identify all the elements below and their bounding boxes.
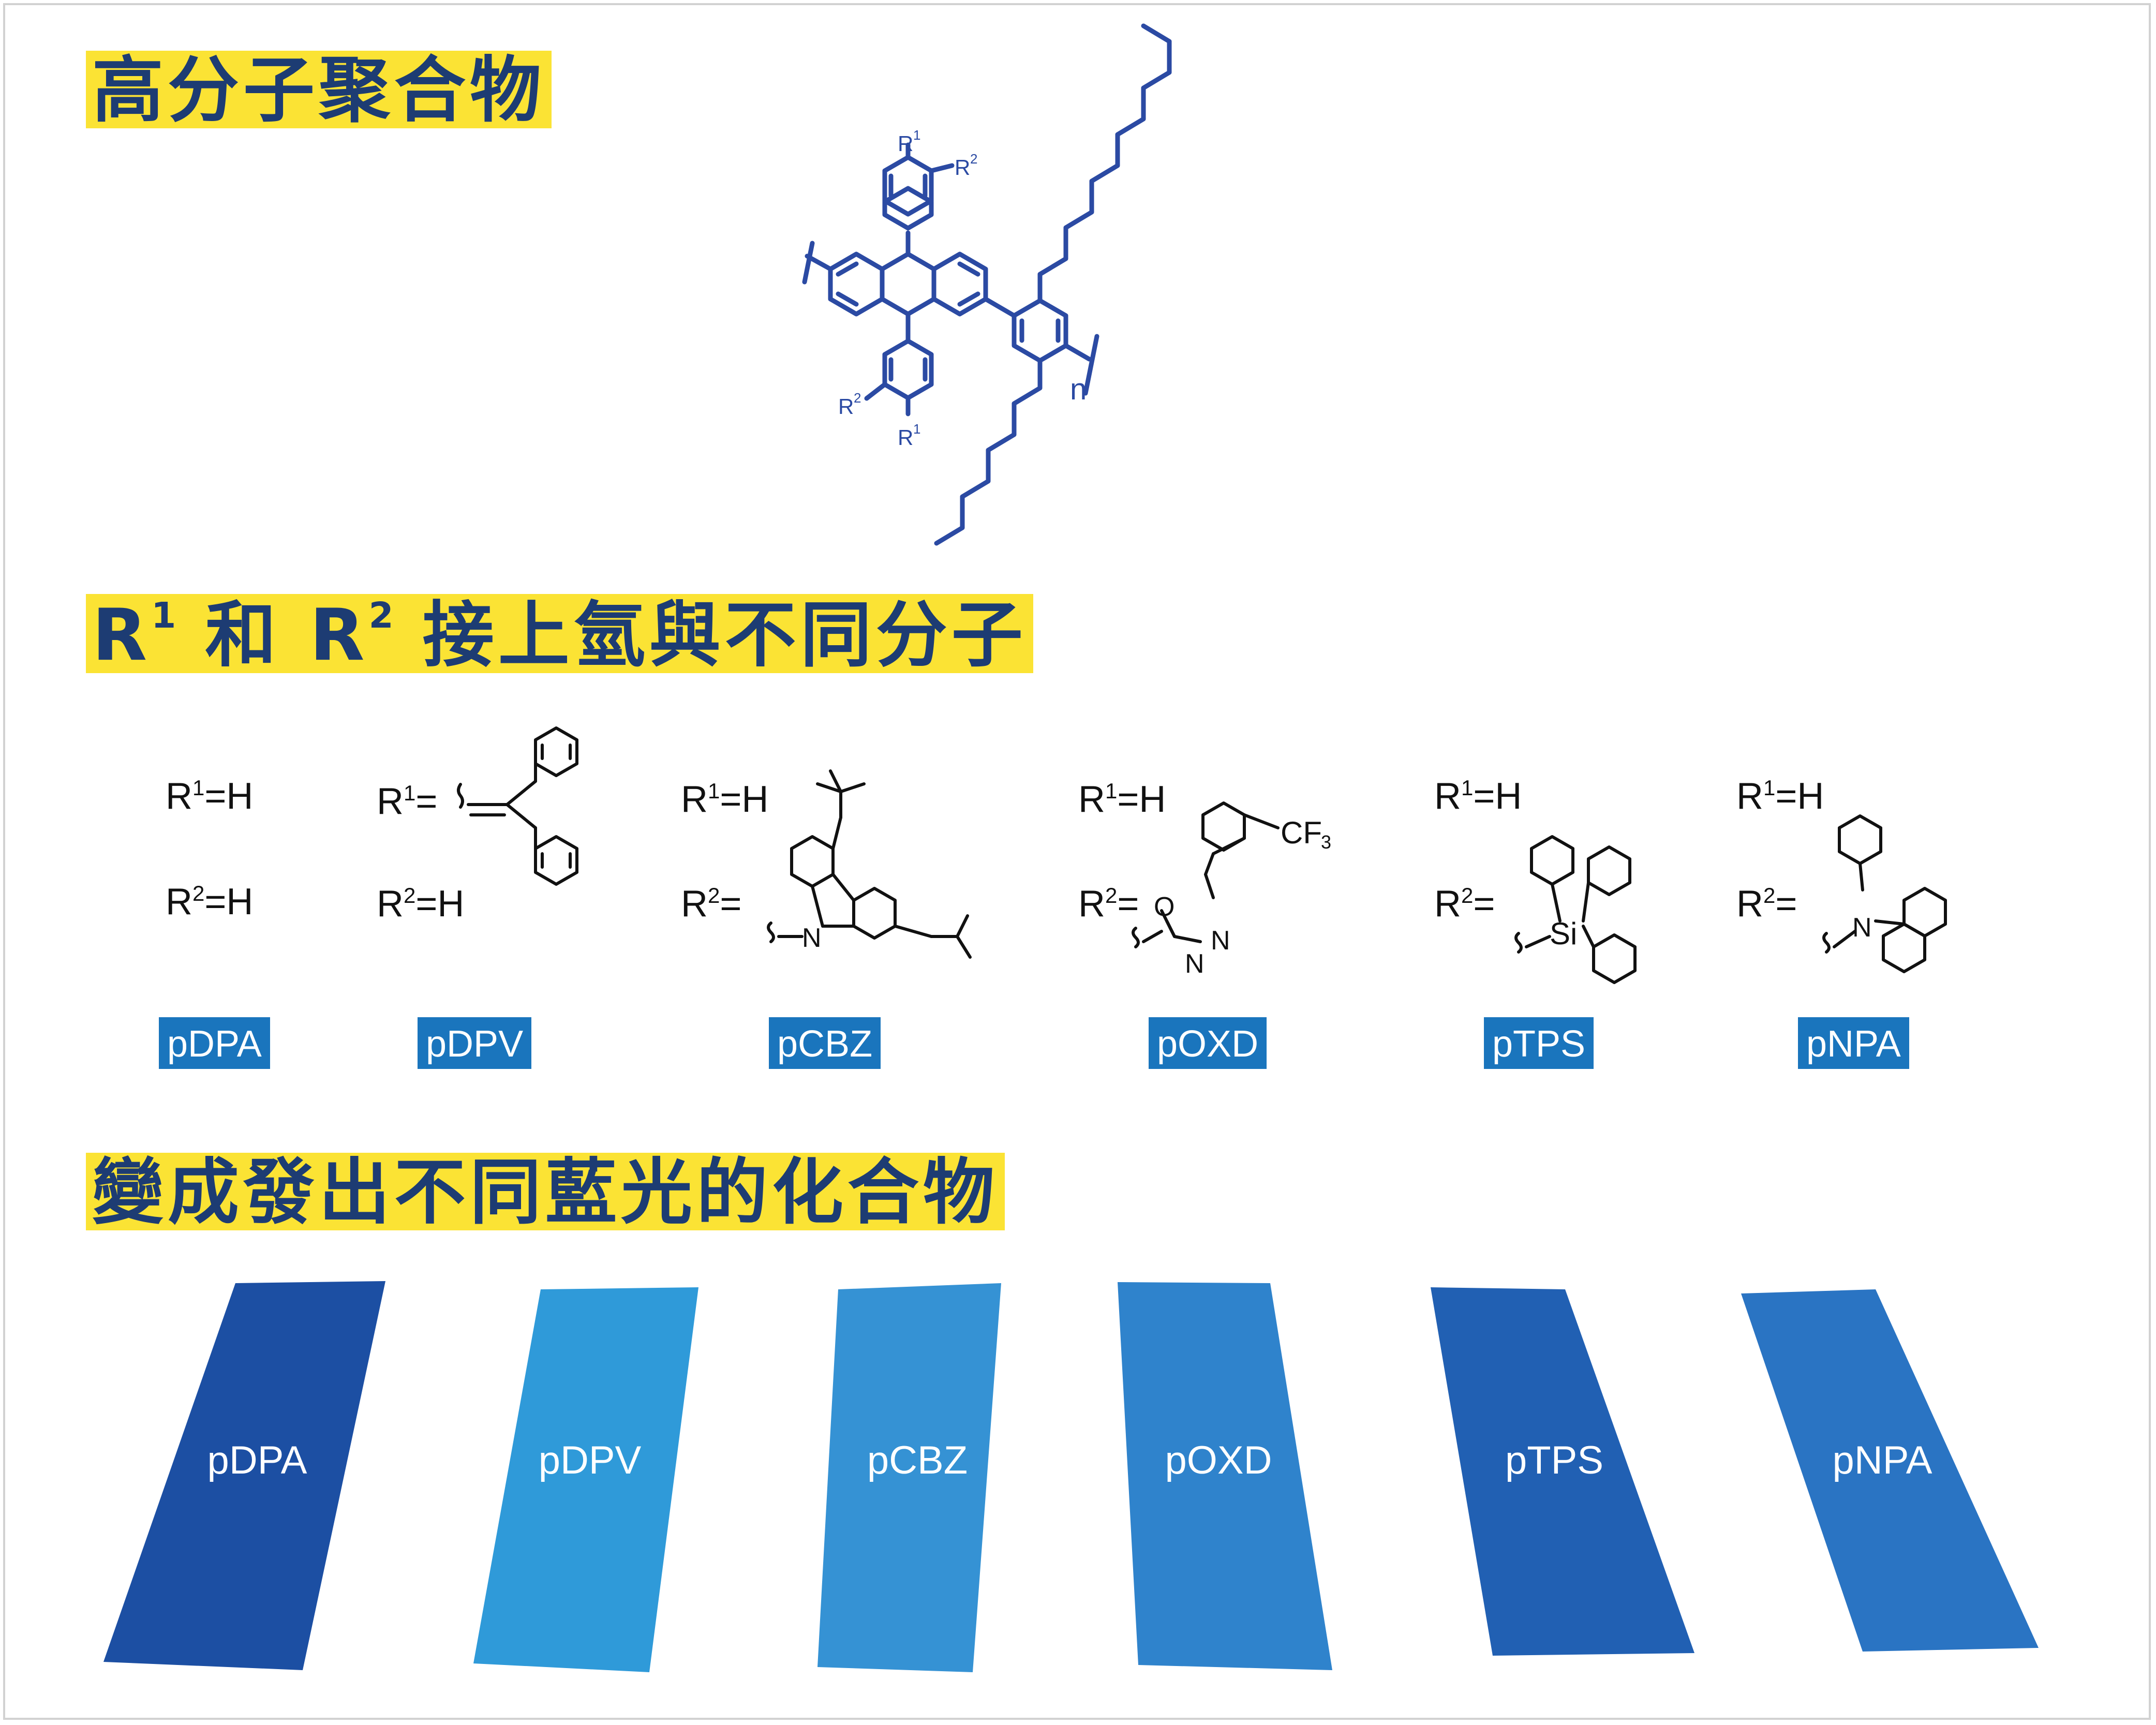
tag-pcbz: pCBZ [769,1017,881,1069]
slide-label-pdpa: pDPA [207,1438,307,1482]
heading-polymer: 高分子聚合物 [86,51,552,128]
structure-pnpa [1822,814,1947,973]
slide-pcbz [817,1283,1001,1672]
poxd-o-atom: O [1154,892,1174,922]
structure-ptps [1514,835,1637,984]
poxd-cf-group: CF [1281,815,1322,850]
poxd-cf-sub: 3 [1321,831,1331,853]
slide-label-pdpv: pDPV [539,1438,642,1482]
pcbz-n-atom: N [802,923,822,953]
pdpv-r2: R2=H [377,883,465,925]
pcbz-r1: R1=H [681,779,769,820]
polymer-r1-bottom: R [898,425,913,450]
pnpa-n-atom: N [1852,913,1872,943]
polymer-r2-bottom-sup: 2 [854,390,861,406]
structure-pcbz [767,769,972,959]
pdpa-r1: R1=H [166,776,254,817]
slide-poxd [1118,1282,1332,1670]
slide-pnpa [1741,1289,2039,1652]
ptps-r2: R2= [1434,883,1495,925]
pdpa-r2: R2=H [166,881,254,923]
tag-poxd: pOXD [1149,1017,1267,1069]
ptps-si-atom: Si [1550,916,1577,951]
slide-pdpa [103,1281,385,1670]
heading-sup2: 2 [368,595,394,636]
polymer-r1-top-sup: 1 [913,127,920,143]
tag-ptps: pTPS [1484,1017,1594,1069]
poxd-r2: R2= [1078,883,1139,925]
poxd-r1: R1=H [1078,779,1166,820]
pnpa-r2: R2= [1736,883,1797,925]
heading-rest: 接上氫與不同分子 [422,593,1027,677]
sample-slides: pDPA pDPV pCBZ pOXD pTPS pNPA [103,1281,2039,1672]
heading-r2: R [309,593,369,677]
polymer-r2-top-sup: 2 [970,151,977,167]
slide-label-ptps: pTPS [1505,1438,1603,1482]
polymer-r2-top: R [955,155,970,180]
structure-poxd [1132,801,1280,948]
polymer-labels: R 1 R 2 R 2 R 1 n [838,127,1087,450]
heading-and: 和 [205,593,281,677]
tag-pnpa: pNPA [1798,1017,1909,1069]
pcbz-r2: R2= [681,883,742,925]
slide-ptps [1431,1287,1694,1656]
ptps-r1: R1=H [1434,776,1522,817]
pdpv-r1: R1= [377,781,438,822]
polymer-r1-top: R [898,131,913,156]
polymer-r2-bottom: R [838,394,854,419]
heading-r1: R [92,593,152,677]
polymer-n: n [1070,373,1087,406]
tag-pdpa: pDPA [159,1017,270,1069]
heading-blue-light: 變成發出不同藍光的化合物 [86,1153,1005,1230]
slide-label-poxd: pOXD [1165,1438,1272,1482]
slide-pdpv [473,1287,698,1672]
poxd-n-atom-1: N [1211,926,1230,956]
page-frame [3,3,2151,1720]
structure-pdpv [457,726,578,886]
slide-label-pcbz: pCBZ [867,1438,968,1482]
pnpa-r1: R1=H [1736,776,1824,817]
slide-label-pnpa: pNPA [1833,1438,1932,1482]
heading-sup1: 1 [151,595,176,636]
poxd-n-atom-2: N [1185,949,1205,979]
tag-pdpv: pDPV [418,1017,532,1069]
polymer-structure [802,23,1172,546]
heading-substituents: R1 和 R2 接上氫與不同分子 [86,594,1033,674]
polymer-r1-bottom-sup: 1 [913,421,920,437]
